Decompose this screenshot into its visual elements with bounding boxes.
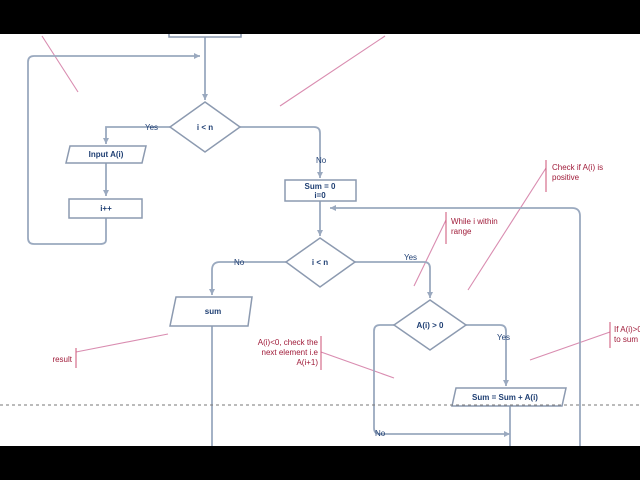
init-sum-label: Sum = 0 bbox=[305, 182, 336, 191]
note-if-positive-1: If A(i)>0 bbox=[614, 325, 640, 334]
loop-yes-label: Yes bbox=[404, 253, 417, 262]
connector-positive-yes bbox=[466, 324, 509, 386]
decision-loop-diamond bbox=[284, 237, 357, 288]
connector-loop-no bbox=[209, 261, 286, 295]
annotation-line bbox=[41, 35, 79, 93]
note-negative-next-2: next element i.e bbox=[262, 348, 319, 357]
decision-positive-label: A(i) > 0 bbox=[417, 321, 444, 330]
note-within-range-2: range bbox=[451, 227, 472, 236]
annotation-line bbox=[467, 167, 547, 291]
note-within-range-1: While i within bbox=[451, 217, 498, 226]
start-process-box bbox=[168, 34, 242, 38]
annotation-line bbox=[529, 331, 611, 361]
top-no-label: No bbox=[316, 156, 327, 165]
note-result: result bbox=[52, 355, 72, 364]
note-negative-next-3: A(i+1) bbox=[296, 358, 318, 367]
init-box bbox=[284, 179, 357, 202]
note-negative-next-1: A(i)<0, check the bbox=[258, 338, 319, 347]
connector-loop-yes bbox=[355, 261, 433, 298]
decision-loop-label: i < n bbox=[312, 258, 328, 267]
decision-top-diamond bbox=[168, 101, 242, 153]
note-check-positive-2: positive bbox=[552, 173, 580, 182]
decision-top-label: i < n bbox=[197, 123, 213, 132]
annotation-line bbox=[279, 35, 386, 107]
connector-top-yes bbox=[103, 126, 170, 144]
accumulate-parallelogram bbox=[451, 387, 567, 407]
annotation-line bbox=[320, 351, 395, 379]
init-i-label: i=0 bbox=[314, 191, 326, 200]
connector-loop-back bbox=[27, 53, 200, 245]
top-yes-label: Yes bbox=[145, 123, 158, 132]
positive-no-label: No bbox=[375, 429, 386, 438]
connector-positive-no bbox=[373, 324, 510, 437]
input-parallelogram bbox=[65, 145, 147, 164]
loop-no-label: No bbox=[234, 258, 245, 267]
flowchart-diagram: i < n Input A(i) i++ Sum = 0 i=0 i < n s… bbox=[0, 34, 640, 446]
increment-label: i++ bbox=[100, 204, 112, 213]
connector-top-no bbox=[240, 126, 323, 178]
sum-output-label: sum bbox=[205, 307, 221, 316]
note-if-positive-2: to sum bbox=[614, 335, 638, 344]
decision-positive-diamond bbox=[392, 299, 468, 351]
positive-yes-label: Yes bbox=[497, 333, 510, 342]
connector-return-loop bbox=[330, 205, 581, 446]
flowchart-canvas: i < n Input A(i) i++ Sum = 0 i=0 i < n s… bbox=[0, 34, 640, 446]
annotation-line bbox=[413, 219, 447, 287]
input-label: Input A(i) bbox=[89, 150, 124, 159]
increment-box bbox=[68, 198, 143, 219]
annotation-line bbox=[75, 333, 169, 353]
accumulate-label: Sum = Sum + A(i) bbox=[472, 393, 538, 402]
sum-output-parallelogram bbox=[169, 296, 253, 327]
note-check-positive-1: Check if A(i) is bbox=[552, 163, 603, 172]
